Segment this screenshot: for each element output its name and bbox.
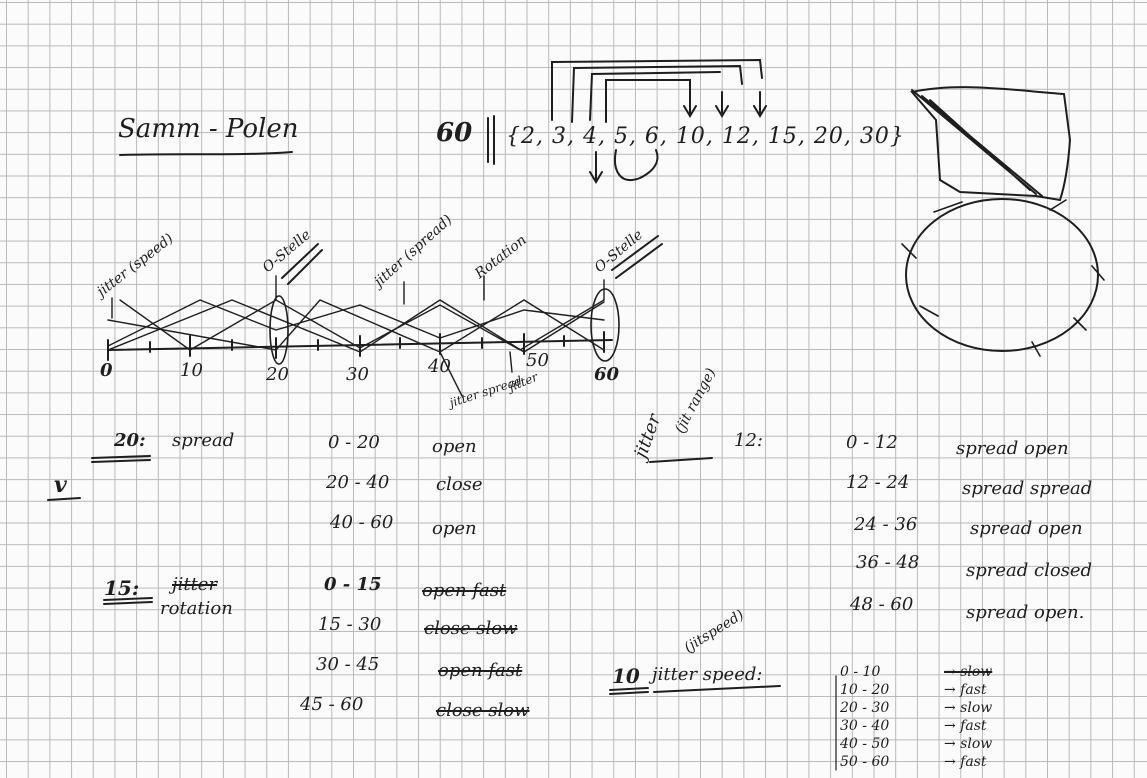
section-12-state-0: spread open <box>956 438 1069 459</box>
section-10-range-3: 30 - 40 <box>840 718 889 734</box>
section-20-state-2: open <box>432 518 477 539</box>
section-15-state-0: open fast <box>422 580 506 601</box>
section-15-label: rotation <box>160 598 233 619</box>
check-mark: v <box>54 472 67 498</box>
section-12-range-4: 48 - 60 <box>850 594 913 615</box>
ostelle-ring-1 <box>270 296 288 364</box>
page-title: Samm - Polen <box>118 114 298 144</box>
section-15-range-2: 30 - 45 <box>316 654 379 675</box>
section-10-range-1: 10 - 20 <box>840 682 889 698</box>
divisor-number: 60 <box>436 118 472 148</box>
section-12-state-2: spread open <box>970 518 1083 539</box>
section-15-range-1: 15 - 30 <box>318 614 381 635</box>
section-10-state-1: → fast <box>944 682 987 698</box>
section-15-state-3: close slow <box>436 700 530 721</box>
section-10-state-5: → fast <box>944 754 987 770</box>
section-15-state-2: open fast <box>438 660 522 681</box>
section-10-range-4: 40 - 50 <box>840 736 889 752</box>
section-12-range-1: 12 - 24 <box>846 472 909 493</box>
tick-label-40: 40 <box>428 356 451 377</box>
section-10-state-2: → slow <box>944 700 992 716</box>
section-20-key: 20: <box>114 430 146 451</box>
section-12-range-0: 0 - 12 <box>846 432 898 453</box>
tick-label-50: 50 <box>526 350 549 371</box>
section-12-state-3: spread closed <box>966 560 1092 581</box>
section-12-range-2: 24 - 36 <box>854 514 917 535</box>
divisor-lower-arrows <box>590 150 657 182</box>
divisor-bar <box>488 116 494 164</box>
divisor-brackets <box>552 60 762 122</box>
tick-label-20: 20 <box>266 364 289 385</box>
tick-label-30: 30 <box>346 364 369 385</box>
tick-label-0: 0 <box>100 360 113 381</box>
section-20-state-1: close <box>436 474 483 495</box>
section-15-state-1: close slow <box>424 618 518 639</box>
section-10-range-2: 20 - 30 <box>840 700 889 716</box>
divisor-arrows <box>684 92 766 116</box>
section-12-range-3: 36 - 48 <box>856 552 919 573</box>
tick-label-60: 60 <box>594 364 619 385</box>
check-underline <box>48 498 80 500</box>
divisor-list: {2, 3, 4, 5, 6, 10, 12, 15, 20, 30} <box>506 124 905 149</box>
section-10-label: jitter speed: <box>652 664 762 685</box>
section-12-state-4: spread open. <box>966 602 1084 623</box>
sec20-underline <box>92 456 150 462</box>
section-10-range-5: 50 - 60 <box>840 754 889 770</box>
section-20-range-1: 20 - 40 <box>326 472 389 493</box>
sec12-underline <box>650 458 712 462</box>
circle-sketch <box>906 199 1098 351</box>
cone-diagonals <box>912 90 1042 196</box>
title-underline <box>120 152 292 155</box>
section-10-state-3: → fast <box>944 718 987 734</box>
section-20-state-0: open <box>432 436 477 457</box>
section-20-range-0: 0 - 20 <box>328 432 380 453</box>
section-15-label-struck: jitter <box>172 574 217 595</box>
section-20-label: spread <box>172 430 234 451</box>
wave-3 <box>108 300 604 346</box>
section-10-range-0: 0 - 10 <box>840 664 880 680</box>
section-10-state-4: → slow <box>944 736 992 752</box>
tick-label-10: 10 <box>180 360 203 381</box>
section-15-range-3: 45 - 60 <box>300 694 363 715</box>
section-12-key: 12: <box>734 430 763 451</box>
section-15-key: 15: <box>104 576 139 600</box>
section-10-key: 10 <box>612 664 640 688</box>
section-20-range-2: 40 - 60 <box>330 512 393 533</box>
section-12-state-1: spread spread <box>962 478 1092 499</box>
section-10-state-0: → slow <box>944 664 992 680</box>
wave-4 <box>120 300 604 350</box>
section-15-range-0: 0 - 15 <box>324 574 382 595</box>
